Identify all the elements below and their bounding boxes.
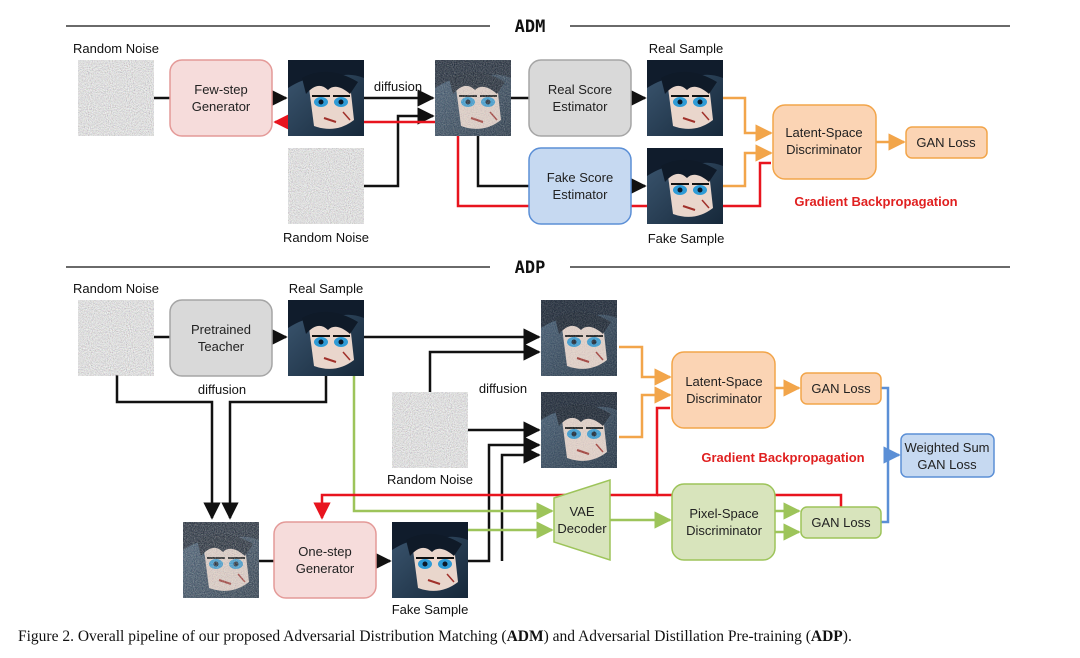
adp-real-sample-label: Real Sample (289, 281, 363, 296)
adp-real-sample-image (287, 299, 365, 377)
adp-diffused-real-image (540, 299, 618, 377)
caption-prefix: Figure 2. Overall pipeline of our propos… (18, 628, 507, 645)
adm-latent-disc-line1: Latent-Space (785, 125, 862, 140)
adm-diffused-image (434, 59, 512, 137)
pipeline-diagram: ADM ADP Random Noise Random Noise diffus… (66, 17, 1010, 617)
adm-random-noise-bottom-label: Random Noise (283, 230, 369, 245)
adp-vae-decoder: VAE Decoder (553, 478, 611, 562)
adp-teacher-box: Pretrained Teacher (169, 299, 273, 377)
adp-weighted-sum-box: Weighted Sum GAN Loss (900, 433, 995, 478)
adp-gan-loss-top-label: GAN Loss (811, 381, 871, 396)
adm-latent-disc-line2: Discriminator (786, 142, 863, 157)
adp-noise-image-top (78, 300, 154, 376)
adp-noise-image-mid (392, 392, 468, 468)
adm-real-score-line1: Real Score (548, 82, 612, 97)
adp-latent-discriminator-box: Latent-Space Discriminator (671, 351, 776, 429)
adp-pixel-disc-line1: Pixel-Space (689, 506, 758, 521)
adm-gradient-label: Gradient Backpropagation (794, 194, 957, 209)
adm-noise-image-top (78, 60, 154, 136)
adm-real-sample-image (646, 59, 724, 137)
figure-caption: Figure 2. Overall pipeline of our propos… (18, 628, 1068, 646)
adp-diffusion-mid-label: diffusion (479, 381, 527, 396)
adp-gan-loss-bottom-box: GAN Loss (800, 506, 882, 539)
adp-diffusion-left-label: diffusion (198, 382, 246, 397)
adp-vae-line1: VAE (569, 504, 594, 519)
adp-noisy-input-image (182, 521, 260, 599)
adm-noise-image-bottom (288, 148, 364, 224)
adp-teacher-line2: Teacher (198, 339, 245, 354)
adm-fake-score-line2: Estimator (553, 187, 609, 202)
adm-gan-loss-box: GAN Loss (905, 126, 988, 159)
adp-gan-loss-bottom-label: GAN Loss (811, 515, 871, 530)
adm-generator-line1: Few-step (194, 82, 247, 97)
adp-gan-loss-top-box: GAN Loss (800, 372, 882, 405)
adp-fake-sample-label: Fake Sample (392, 602, 469, 617)
adm-gan-loss-label: GAN Loss (916, 135, 976, 150)
caption-adm: ADM (506, 628, 544, 645)
adm-fake-sample-label: Fake Sample (648, 231, 725, 246)
adp-latent-disc-line2: Discriminator (686, 391, 763, 406)
adm-real-sample-label: Real Sample (649, 41, 723, 56)
adm-fake-sample-image (646, 147, 724, 225)
adm-latent-discriminator-box: Latent-Space Discriminator (772, 104, 877, 180)
adm-real-score-box: Real Score Estimator (528, 59, 632, 137)
adp-weighted-line2: GAN Loss (917, 457, 977, 472)
adm-random-noise-top-label: Random Noise (73, 41, 159, 56)
adp-generator-box: One-step Generator (273, 521, 377, 599)
adp-pixel-disc-line2: Discriminator (686, 523, 763, 538)
adp-vae-line2: Decoder (557, 521, 607, 536)
caption-middle: ) and Adversarial Distillation Pre-train… (543, 628, 811, 645)
caption-adp: ADP (810, 628, 843, 645)
adp-weighted-line1: Weighted Sum (904, 440, 989, 455)
adp-gradient-label: Gradient Backpropagation (701, 450, 864, 465)
adp-latent-disc-line1: Latent-Space (685, 374, 762, 389)
adp-pixel-discriminator-box: Pixel-Space Discriminator (671, 483, 776, 561)
adp-generator-line1: One-step (298, 544, 351, 559)
caption-suffix: ). (842, 628, 852, 645)
adp-fake-sample-image (391, 521, 469, 599)
adp-generator-line2: Generator (296, 561, 355, 576)
adp-random-noise-top-label: Random Noise (73, 281, 159, 296)
adm-generator-line2: Generator (192, 99, 251, 114)
adm-generated-sample-image (287, 59, 365, 137)
adm-title: ADM (515, 17, 546, 37)
adm-real-score-line2: Estimator (553, 99, 609, 114)
adm-diffusion-label: diffusion (374, 79, 422, 94)
adp-random-noise-mid-label: Random Noise (387, 472, 473, 487)
adm-generator-box: Few-step Generator (169, 59, 273, 137)
adm-fake-score-line1: Fake Score (547, 170, 613, 185)
adp-diffused-fake-image (540, 391, 618, 469)
adp-teacher-line1: Pretrained (191, 322, 251, 337)
adm-fake-score-box: Fake Score Estimator (528, 147, 632, 225)
adp-title: ADP (515, 258, 546, 278)
